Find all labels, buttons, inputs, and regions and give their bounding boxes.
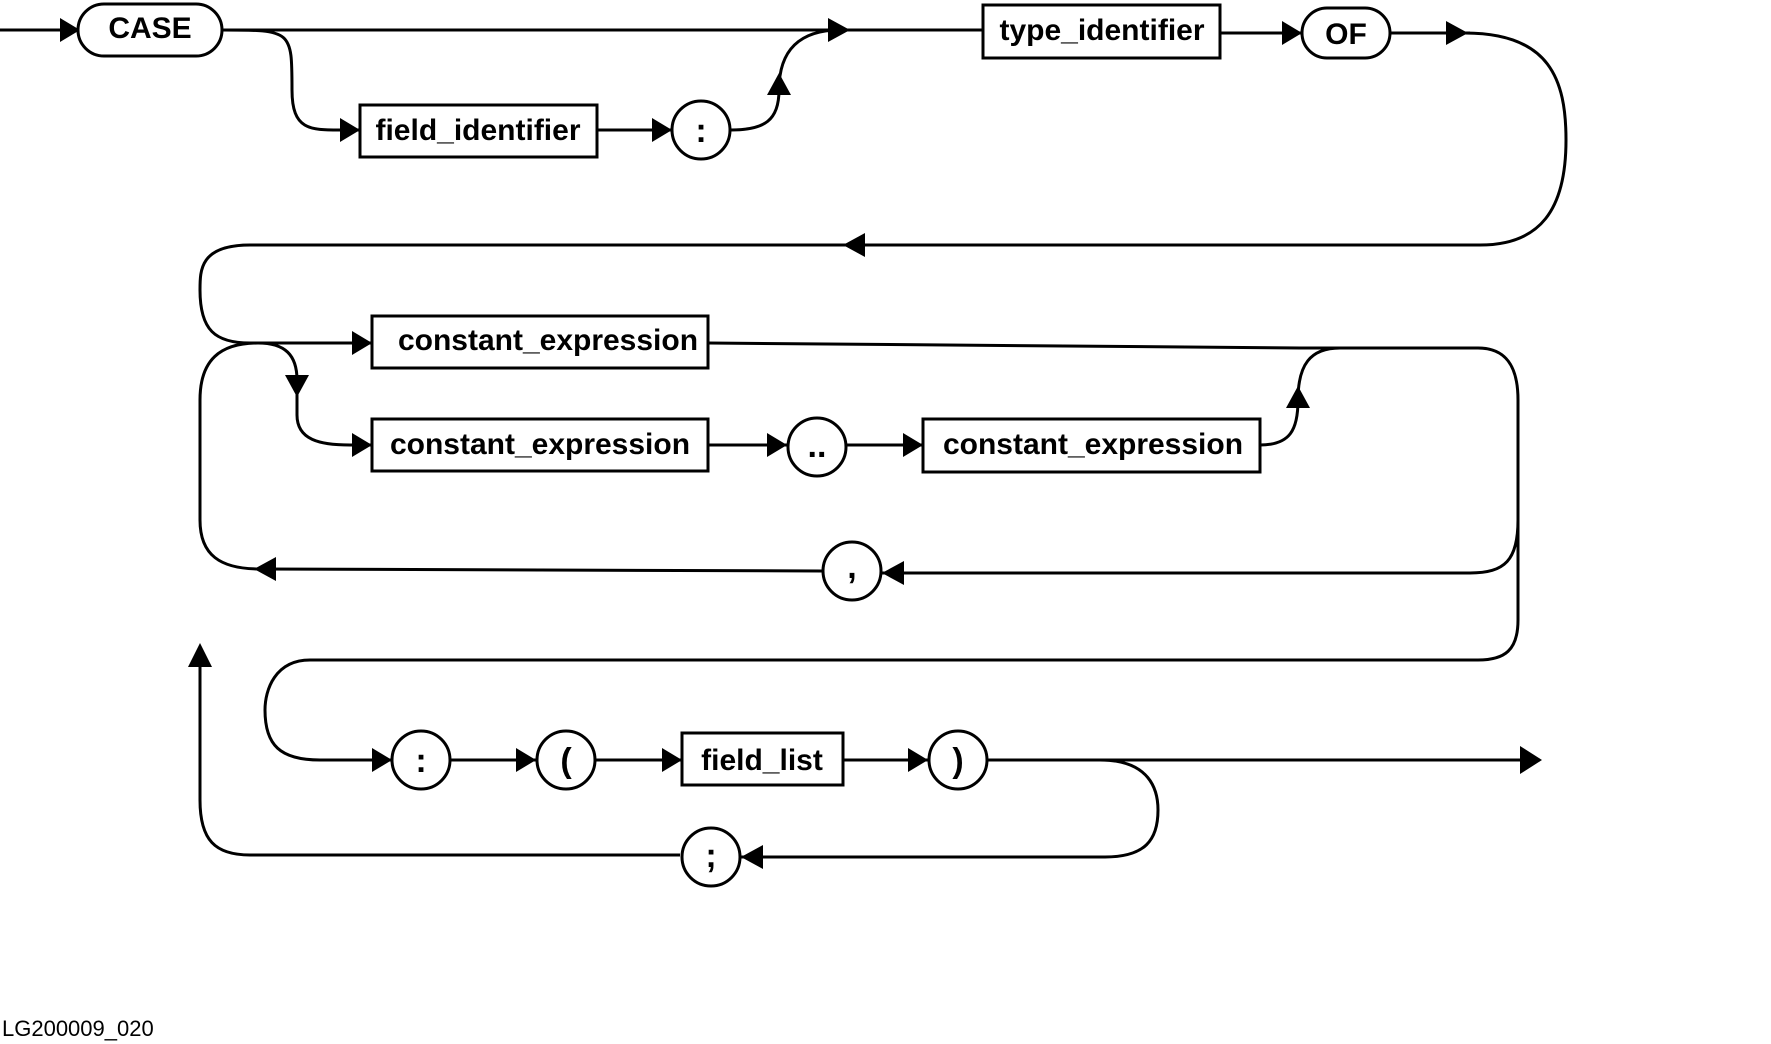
constant-expression-single-box [370,314,710,370]
constant-expression-high-box [921,417,1262,474]
arrowhead [285,375,309,397]
constant-expression-high-label: constant_expression [943,428,1243,461]
case-terminal [76,2,224,58]
range-branch [257,341,372,447]
arrowhead [741,845,763,869]
arrowhead [843,233,865,257]
semicolon-loop-back [198,660,680,857]
figure-id: LG200009_020 [2,1016,154,1041]
constant-expression-low-box [370,417,710,473]
arrowhead [652,118,672,142]
arrowhead [352,433,372,457]
type-identifier-box [981,3,1222,60]
open-paren-terminal [535,729,597,791]
wrap-line-row1-to-row2 [198,31,1568,345]
comma-terminal [821,540,883,602]
of-label: OF [1325,18,1367,51]
rejoin-line [730,28,841,132]
field-list-label: field_list [701,744,823,777]
arrowhead [1286,386,1310,408]
arrowhead [340,118,360,142]
semicolon-loop [741,758,1160,859]
range-label: .. [808,427,827,465]
comma-loop-back [198,341,823,573]
semicolon-label: ; [705,837,716,875]
exit-arrowhead [1520,746,1542,774]
close-paren-label: ) [952,742,963,780]
comma-label: , [847,548,856,586]
field-identifier-label: field_identifier [375,114,580,147]
arrowhead [662,748,682,772]
arrowhead [352,331,372,355]
field-identifier-box [358,103,599,159]
constant-expression-single-label: constant_expression [398,324,698,357]
arrowhead [1446,21,1468,45]
arrowhead [908,748,928,772]
field-list-box [680,731,845,787]
case-label: CASE [108,12,191,45]
comma-loop [882,519,1520,575]
field-identifier-branch [221,28,360,132]
arrowhead [254,557,276,581]
colon-terminal-2 [390,729,452,791]
arrowhead [1282,21,1302,45]
close-paren-terminal [927,729,989,791]
colon-label-1: : [695,112,706,150]
arrowhead [60,18,80,42]
arrowhead [903,433,923,457]
of-terminal [1300,6,1392,60]
open-paren-label: ( [560,742,572,780]
arrowhead [767,73,791,95]
semicolon-terminal [680,826,742,888]
colon-label-2: : [415,742,426,780]
arrowhead [882,561,904,585]
single-constant-exit [263,341,1520,762]
colon-terminal-1 [670,99,732,161]
arrowhead [516,748,536,772]
constant-expression-low-label: constant_expression [390,428,690,461]
range-terminal [786,416,848,478]
arrowhead [188,643,212,667]
arrowhead [372,748,392,772]
arrowhead [767,433,787,457]
type-identifier-label: type_identifier [999,14,1204,47]
